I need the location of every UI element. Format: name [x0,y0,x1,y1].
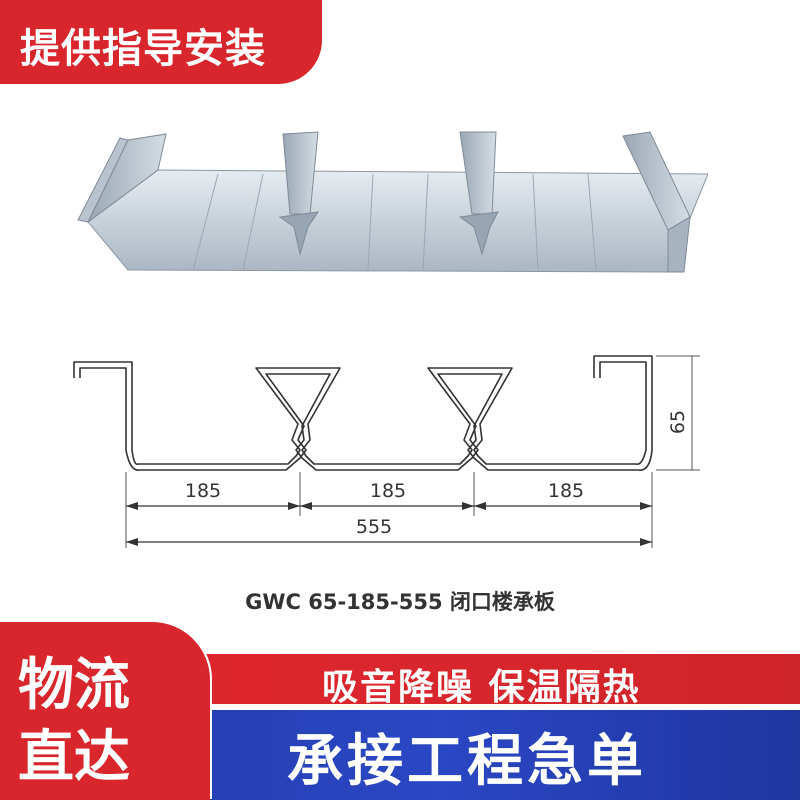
dim-total: 555 [356,516,392,538]
drawing-caption: GWC 65-185-555 闭口楼承板 [245,590,555,614]
top-banner: 提供指导安装 [0,0,322,84]
dim-segment-3: 185 [548,480,584,502]
steel-deck-panel-image [77,131,708,273]
dim-segment-2: 185 [370,480,406,502]
feature-strip-blue-text: 承接工程急单 [287,729,647,794]
badge-line-2: 直达 [18,725,130,790]
badge-line-1: 物流 [18,653,130,718]
cross-section-drawing: 65 185 185 185 555 [73,355,700,548]
top-banner-text: 提供指导安装 [20,26,266,72]
dim-height-label: 65 [667,410,689,434]
feature-strip-red-text: 吸音降噪 保温隔热 [322,667,641,708]
dim-segment-1: 185 [185,480,221,502]
logistics-badge [0,622,210,800]
